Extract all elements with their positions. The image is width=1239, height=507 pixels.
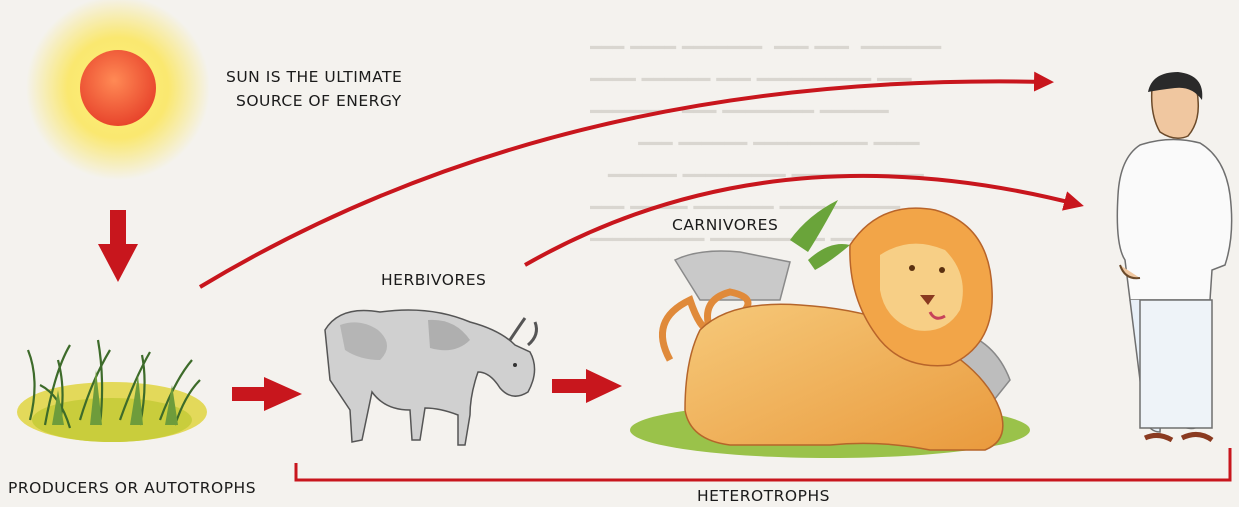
sun-icon [26,0,210,180]
carnivores-label: CARNIVORES [672,216,778,234]
man-icon [1117,72,1231,440]
sun-caption-line-1: SUN IS THE ULTIMATE [226,68,402,86]
sun-caption-line-2: SOURCE OF ENERGY [236,92,402,110]
down-arrow [98,210,138,282]
right-arrow [232,377,302,411]
heterotrophs-label: HETEROTROPHS [697,487,830,505]
goat-icon [325,310,536,445]
grass-icon [17,340,207,442]
herbivores-label: HERBIVORES [381,271,486,289]
producers-label: PRODUCERS OR AUTOTROPHS [8,479,256,497]
lion-icon [630,200,1030,458]
right-arrow [552,369,622,403]
curved-arrow-goat-to-man [525,176,1080,265]
